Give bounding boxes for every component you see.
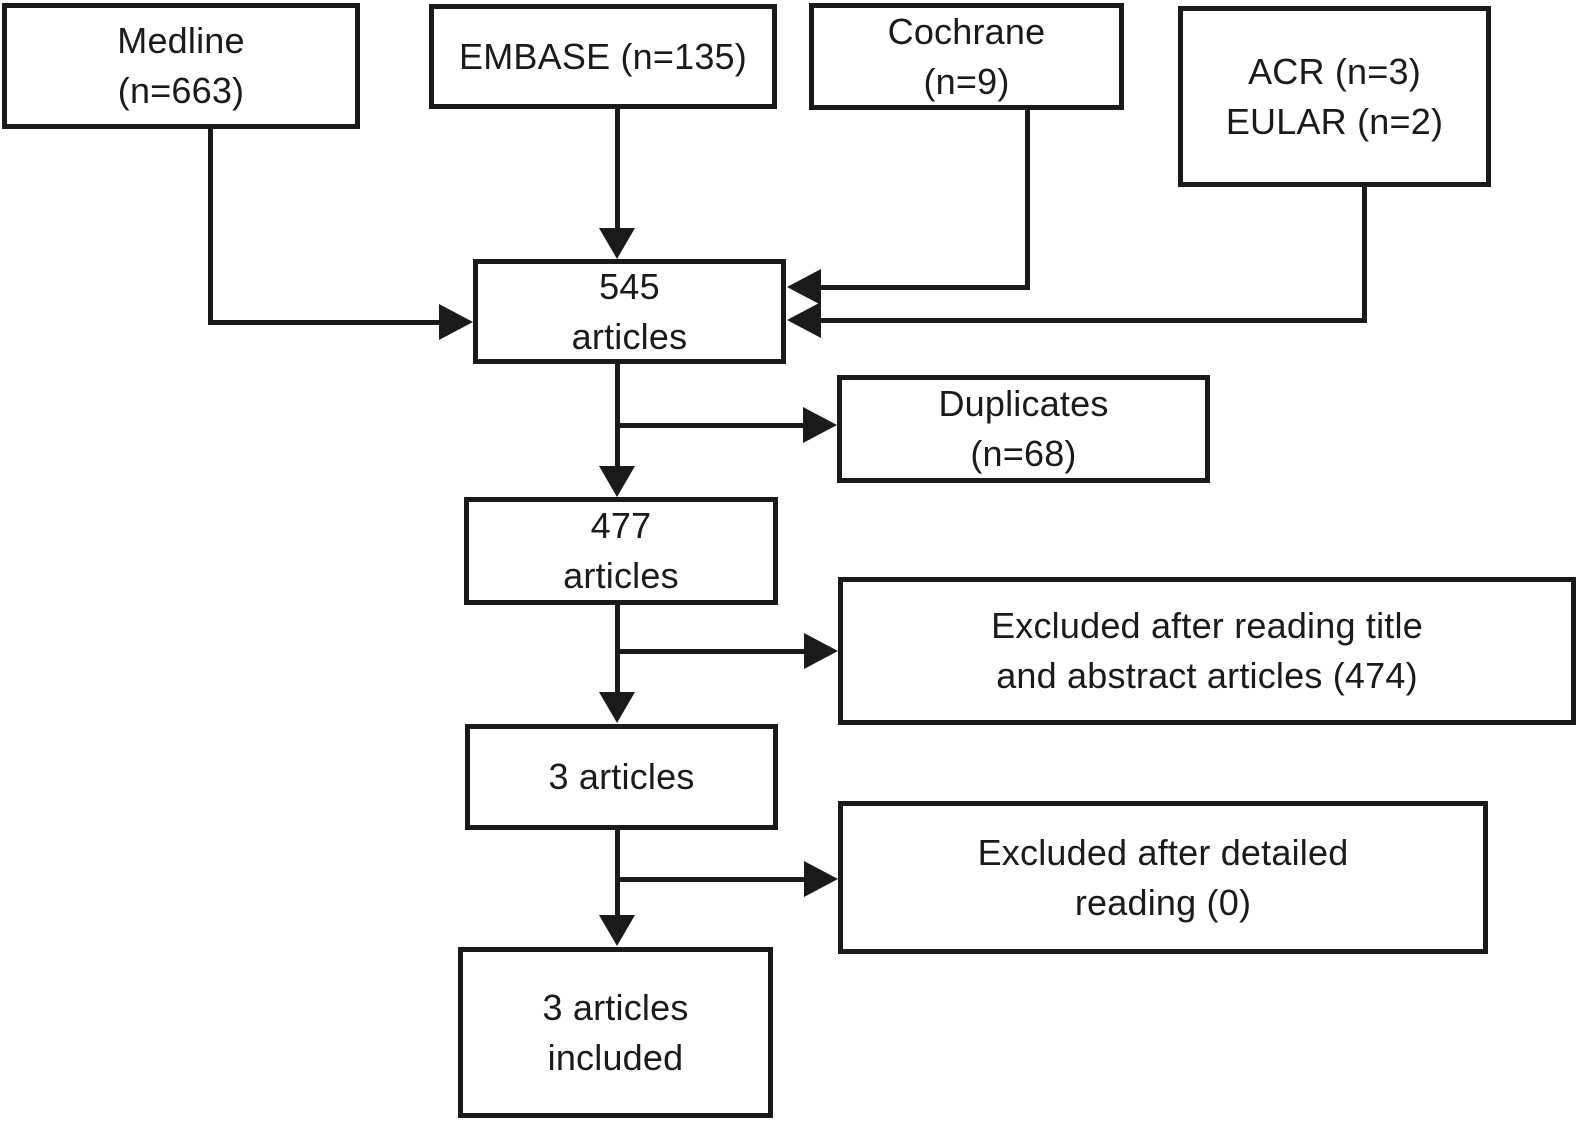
node-cochrane-line2: (n=9)	[923, 60, 1010, 102]
connector-medline-vertical	[208, 129, 213, 325]
connector-acr-vertical	[1362, 187, 1367, 323]
arrowhead-right-icon	[804, 633, 838, 669]
node-477-articles-line2: articles	[563, 555, 679, 596]
node-545-articles-line1: 545	[599, 265, 660, 307]
node-excluded-detailed-line1: Excluded after detailed	[977, 831, 1349, 873]
connector-477-to-excluded-title	[617, 649, 807, 654]
arrowhead-right-icon	[439, 304, 473, 340]
node-excluded-title-abstract-line1: Excluded after reading title	[991, 605, 1423, 647]
arrowhead-right-icon	[803, 407, 837, 443]
node-medline: Medline (n=663)	[2, 3, 360, 129]
node-3-articles-line1: 3 articles	[548, 756, 695, 798]
connector-medline-horizontal	[208, 320, 443, 325]
node-cochrane-line1: Cochrane	[887, 10, 1046, 52]
node-embase: EMBASE (n=135)	[429, 4, 777, 109]
node-medline-line1: Medline	[117, 20, 245, 62]
node-3-articles-included-line1: 3 articles	[542, 986, 689, 1028]
connector-cochrane-horizontal	[818, 285, 1030, 290]
node-acr-eular: ACR (n=3) EULAR (n=2)	[1178, 6, 1491, 187]
node-3-articles-included-line2: included	[547, 1036, 684, 1078]
node-477-articles-line1: 477	[590, 505, 652, 547]
node-545-articles: 545 articles	[473, 259, 786, 364]
node-3-articles: 3 articles	[465, 724, 778, 830]
arrowhead-down-icon	[599, 692, 635, 723]
node-545-articles-line2: articles	[571, 315, 688, 357]
arrowhead-down-icon	[599, 466, 635, 497]
node-cochrane: Cochrane (n=9)	[809, 3, 1124, 110]
node-medline-line2: (n=663)	[117, 70, 245, 111]
node-excluded-detailed: Excluded after detailed reading (0)	[838, 801, 1488, 954]
arrowhead-down-icon	[599, 915, 635, 946]
node-embase-line1: EMBASE (n=135)	[459, 35, 747, 77]
connector-acr-horizontal	[818, 318, 1367, 323]
node-excluded-detailed-line2: reading (0)	[1074, 881, 1252, 923]
arrowhead-right-icon	[804, 861, 838, 897]
connector-545-to-477	[615, 364, 620, 470]
node-excluded-title-abstract: Excluded after reading title and abstrac…	[838, 577, 1576, 725]
arrowhead-left-icon	[787, 302, 821, 338]
node-duplicates: Duplicates (n=68)	[837, 375, 1210, 483]
connector-cochrane-vertical	[1025, 110, 1030, 290]
connector-545-to-duplicates	[617, 423, 807, 428]
node-duplicates-line1: Duplicates	[938, 383, 1109, 425]
node-477-articles: 477 articles	[464, 497, 778, 605]
connector-3-to-included	[615, 830, 620, 918]
node-3-articles-included: 3 articles included	[458, 947, 773, 1118]
node-acr-eular-line1: ACR (n=3)	[1248, 50, 1421, 92]
arrowhead-down-icon	[599, 228, 635, 259]
node-duplicates-line2: (n=68)	[970, 433, 1077, 474]
arrowhead-left-icon	[787, 269, 821, 305]
connector-3-to-excluded-detailed	[617, 877, 807, 882]
connector-embase-to-545	[615, 109, 620, 231]
node-excluded-title-abstract-line2: and abstract articles (474)	[996, 655, 1418, 696]
node-acr-eular-line2: EULAR (n=2)	[1225, 100, 1444, 142]
